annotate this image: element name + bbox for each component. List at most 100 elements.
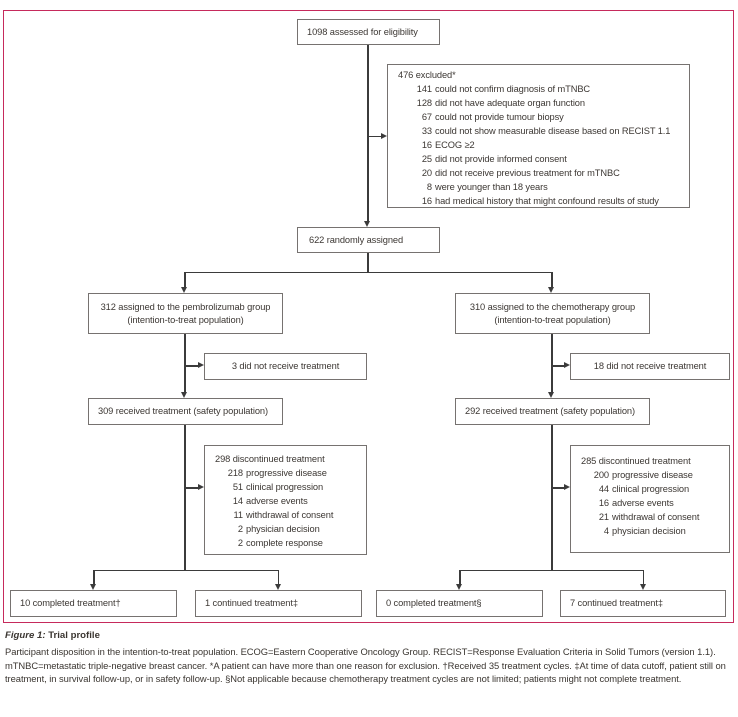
pembrolizumab-assigned-line1: 312 assigned to the pembrolizumab group xyxy=(100,301,271,312)
excluded-item-count: 67 xyxy=(421,112,432,122)
pembrolizumab-received-label: 309 received treatment (safety populatio… xyxy=(98,406,268,416)
connector-right-continued-stem xyxy=(642,569,645,584)
discontinued-item: 4 physician decision xyxy=(581,524,721,538)
connector-to-excluded xyxy=(368,135,381,137)
discontinued-item: 218 progressive disease xyxy=(215,466,358,480)
excluded-item-count: 16 xyxy=(421,140,432,150)
excluded-item-label: could not confirm diagnosis of mTNBC xyxy=(435,84,591,94)
discontinued-item: 14 adverse events xyxy=(215,494,358,508)
box-chemotherapy-continued: 7 continued treatment‡ xyxy=(560,590,726,617)
arrowhead-down xyxy=(90,583,97,590)
box-excluded: 476 excluded* 141 could not confirm diag… xyxy=(387,64,690,208)
arrowhead-down xyxy=(548,286,555,293)
discontinued-item-count: 14 xyxy=(232,496,243,506)
discontinued-item-count: 218 xyxy=(227,468,243,478)
discontinued-item-count: 200 xyxy=(593,470,609,480)
box-chemotherapy-received: 292 received treatment (safety populatio… xyxy=(455,398,650,425)
box-pembrolizumab-assigned: 312 assigned to the pembrolizumab group … xyxy=(88,293,283,334)
discontinued-item-count: 2 xyxy=(237,538,243,548)
arrowhead-right xyxy=(197,484,204,491)
connector-branch-horizontal xyxy=(184,271,553,274)
arrowhead-down xyxy=(274,583,281,590)
chemotherapy-received-label: 292 received treatment (safety populatio… xyxy=(465,406,635,416)
connector-right-bottom-branch xyxy=(459,569,644,571)
discontinued-item-label: clinical progression xyxy=(612,484,690,494)
chemotherapy-completed-label: 0 completed treatment§ xyxy=(386,598,482,608)
arrowhead-right xyxy=(563,484,570,491)
discontinued-item-label: progressive disease xyxy=(612,470,693,480)
box-chemotherapy-assigned: 310 assigned to the chemotherapy group (… xyxy=(455,293,650,334)
connector-left-bottom-branch xyxy=(93,569,279,571)
box-pembrolizumab-discontinued: 298 discontinued treatment 218 progressi… xyxy=(204,445,367,555)
excluded-item-count: 25 xyxy=(421,154,432,164)
discontinued-item: 200 progressive disease xyxy=(581,468,721,482)
excluded-item: 16 ECOG ≥2 xyxy=(398,138,681,152)
discontinued-item-label: withdrawal of consent xyxy=(246,510,334,520)
excluded-item-label: could not provide tumour biopsy xyxy=(435,112,564,122)
connector-left-completed-stem xyxy=(93,569,95,584)
connector-left-assigned-to-received xyxy=(184,334,186,392)
discontinued-item: 11 withdrawal of consent xyxy=(215,508,358,522)
excluded-item: 16 had medical history that might confou… xyxy=(398,194,681,208)
excluded-item-count: 33 xyxy=(421,126,432,136)
pembrolizumab-continued-label: 1 continued treatment‡ xyxy=(205,598,298,608)
box-chemotherapy-completed: 0 completed treatment§ xyxy=(376,590,543,617)
connector-randomized-stem xyxy=(367,253,369,273)
connector-left-to-discontinued xyxy=(185,487,198,489)
connector-left-received-to-bottom xyxy=(184,425,186,571)
excluded-item-count: 141 xyxy=(416,84,432,94)
chemotherapy-discontinued-heading: 285 discontinued treatment xyxy=(581,456,691,466)
arrowhead-right xyxy=(563,362,570,369)
excluded-item-label: did not provide informed consent xyxy=(435,154,567,164)
pembrolizumab-not-treated-label: 3 did not receive treatment xyxy=(231,361,340,371)
excluded-item-count: 8 xyxy=(426,182,432,192)
box-randomized: 622 randomly assigned xyxy=(297,227,440,253)
box-randomized-label: 622 randomly assigned xyxy=(309,234,404,245)
chemotherapy-not-treated-label: 18 did not receive treatment xyxy=(593,361,707,371)
discontinued-item-label: complete response xyxy=(246,538,323,548)
figure-caption: Figure 1: Trial profile Participant disp… xyxy=(5,630,733,686)
discontinued-item-count: 4 xyxy=(603,526,609,536)
excluded-item: 8 were younger than 18 years xyxy=(398,180,681,194)
pembrolizumab-assigned-line2: (intention-to-treat population) xyxy=(127,314,244,325)
excluded-heading: 476 excluded* xyxy=(398,70,456,80)
discontinued-item-label: physician decision xyxy=(612,526,686,536)
discontinued-item-count: 2 xyxy=(237,524,243,534)
excluded-item-count: 128 xyxy=(416,98,432,108)
box-assessed-label: 1098 assessed for eligibility xyxy=(307,26,418,37)
discontinued-item-label: progressive disease xyxy=(246,468,327,478)
excluded-item-label: were younger than 18 years xyxy=(435,182,548,192)
excluded-item-label: could not show measurable disease based … xyxy=(435,126,671,136)
arrowhead-down xyxy=(456,583,463,590)
chemotherapy-assigned-line2: (intention-to-treat population) xyxy=(494,314,611,325)
figure-title-text: Trial profile xyxy=(48,630,100,641)
discontinued-item: 2 physician decision xyxy=(215,522,358,536)
box-pembrolizumab-continued: 1 continued treatment‡ xyxy=(195,590,362,617)
connector-right-to-nottreated xyxy=(552,365,564,367)
discontinued-item-count: 51 xyxy=(232,482,243,492)
arrowhead-down xyxy=(364,220,371,227)
chemotherapy-continued-label: 7 continued treatment‡ xyxy=(570,598,663,608)
excluded-item-count: 20 xyxy=(421,168,432,178)
arrowhead-down xyxy=(181,286,188,293)
discontinued-item-count: 44 xyxy=(598,484,609,494)
discontinued-item-label: withdrawal of consent xyxy=(612,512,700,522)
discontinued-item-label: adverse events xyxy=(246,496,308,506)
figure-caption-body: Participant disposition in the intention… xyxy=(5,646,726,685)
discontinued-item: 51 clinical progression xyxy=(215,480,358,494)
connector-left-continued-stem xyxy=(277,569,280,584)
connector-right-received-to-bottom xyxy=(551,425,553,571)
box-pembrolizumab-not-treated: 3 did not receive treatment xyxy=(204,353,367,380)
arrowhead-right xyxy=(197,362,204,369)
box-chemotherapy-discontinued: 285 discontinued treatment 200 progressi… xyxy=(570,445,730,553)
box-chemotherapy-not-treated: 18 did not receive treatment xyxy=(570,353,730,380)
discontinued-item: 21 withdrawal of consent xyxy=(581,510,721,524)
chemotherapy-assigned-line1: 310 assigned to the chemotherapy group xyxy=(469,301,636,312)
discontinued-item-count: 16 xyxy=(598,498,609,508)
excluded-item-label: had medical history that might confound … xyxy=(435,196,659,206)
excluded-item: 20 did not receive previous treatment fo… xyxy=(398,166,681,180)
connector-right-to-discontinued xyxy=(552,487,564,489)
arrowhead-down xyxy=(181,391,188,398)
discontinued-item-label: adverse events xyxy=(612,498,674,508)
